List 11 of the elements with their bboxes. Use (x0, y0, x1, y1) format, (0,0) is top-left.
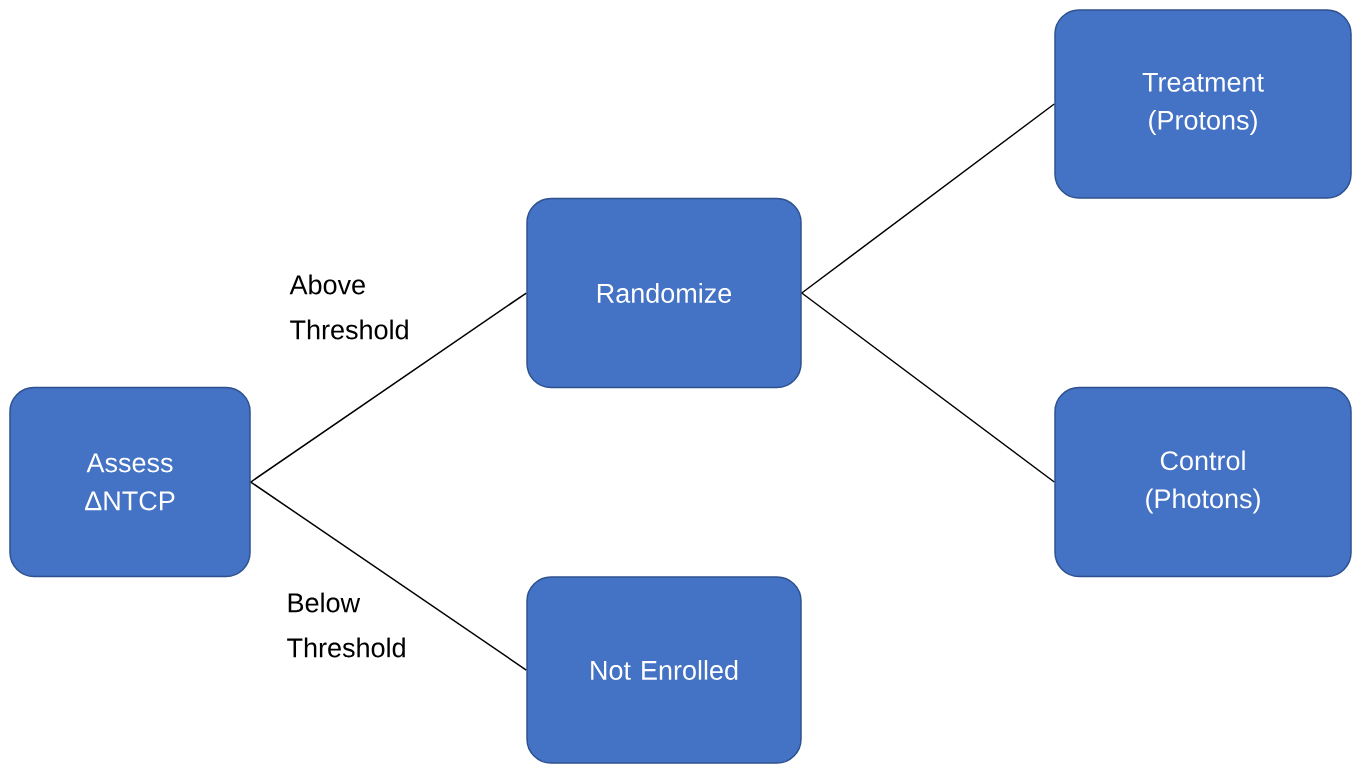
process-box: Assess ΔNTCP (9, 386, 251, 578)
connector-line (250, 292, 527, 483)
process-box: Treatment (Protons) (1054, 9, 1352, 199)
connector-line (801, 292, 1055, 483)
edge-label: Below Threshold (287, 592, 405, 658)
process-box: Control (Photons) (1054, 386, 1352, 578)
process-box: Not Enrolled (526, 576, 802, 764)
edge-label: Above Threshold (289, 274, 408, 340)
connector-line (250, 481, 527, 671)
connector-line (801, 103, 1055, 294)
process-box: Randomize (526, 197, 802, 389)
